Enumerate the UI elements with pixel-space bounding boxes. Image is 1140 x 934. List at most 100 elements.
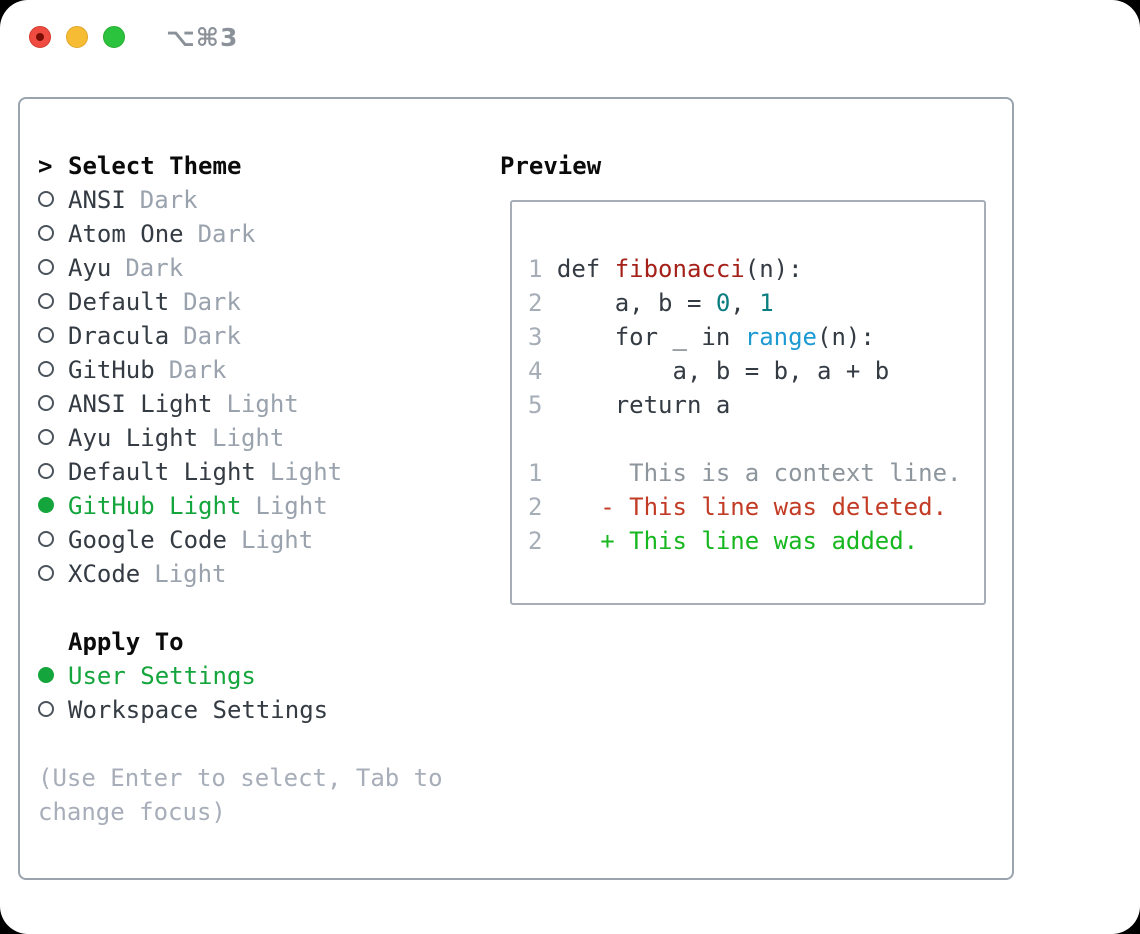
close-button[interactable]: [29, 26, 51, 48]
radio-icon: [38, 531, 54, 547]
code-token: a, b = b, a + b: [542, 357, 890, 385]
radio-icon: [38, 191, 54, 207]
theme-option-google-code[interactable]: Google Code Light: [38, 523, 443, 557]
radio-icon: [38, 395, 54, 411]
line-number: 2: [528, 527, 543, 555]
line-number: 4: [528, 357, 543, 385]
code-token: return a: [542, 391, 731, 419]
code-token: 1: [759, 289, 774, 317]
option-label: Atom One: [68, 220, 184, 248]
radio-icon: [38, 225, 54, 241]
line-number: 5: [528, 391, 543, 419]
code-token: ,: [730, 289, 760, 317]
option-label: GitHub: [68, 356, 155, 384]
code-line-5: 5 return a: [528, 388, 984, 422]
radio-icon: [38, 361, 54, 377]
code-line-3: 3 for _ in range(n):: [528, 320, 984, 354]
theme-option-ayu[interactable]: Ayu Dark: [38, 251, 443, 285]
option-label: User Settings: [68, 662, 256, 690]
option-variant: Dark: [183, 322, 241, 350]
option-label: XCode: [68, 560, 141, 588]
option-label: Default Light: [68, 458, 256, 486]
apply-option-user-settings[interactable]: User Settings: [38, 659, 443, 693]
line-number: 2: [528, 493, 543, 521]
code-line-4: 4 a, b = b, a + b: [528, 354, 984, 388]
line-number: 2: [528, 289, 543, 317]
code-token: + This line was added.: [542, 527, 919, 555]
zoom-button[interactable]: [103, 26, 125, 48]
option-label: Google Code: [68, 526, 227, 554]
hint-text-1: (Use Enter to select, Tab to: [38, 764, 443, 792]
option-variant: Dark: [139, 186, 198, 214]
code-token: 0: [715, 289, 731, 317]
option-label: GitHub Light: [68, 492, 242, 520]
theme-option-github[interactable]: GitHub Dark: [38, 353, 443, 387]
theme-option-atom-one[interactable]: Atom One Dark: [38, 217, 443, 251]
window-title: ⌥⌘3: [166, 23, 239, 52]
radio-icon: [38, 565, 54, 581]
radio-icon: [38, 327, 54, 343]
code-token: (n):: [744, 255, 803, 283]
option-variant: Dark: [125, 254, 184, 282]
code-token: This is a context line.: [542, 459, 962, 487]
theme-list-header: > Select Theme: [38, 149, 443, 183]
line-number: 3: [528, 323, 543, 351]
option-label: Workspace Settings: [68, 696, 329, 724]
theme-option-default-light[interactable]: Default Light Light: [38, 455, 443, 489]
option-variant: Light: [240, 526, 314, 554]
spacer: [38, 591, 443, 625]
diff-added-line: 2 + This line was added.: [528, 524, 984, 558]
option-variant: Dark: [183, 288, 241, 316]
option-label: ANSI Light: [68, 390, 213, 418]
radio-icon: [38, 463, 54, 479]
option-label: Ayu Light: [68, 424, 199, 452]
option-variant: Dark: [168, 356, 227, 384]
code-line-1: 1 def fibonacci(n):: [528, 252, 984, 286]
radio-icon: [38, 259, 54, 275]
theme-option-dracula[interactable]: Dracula Dark: [38, 319, 443, 353]
prompt-icon: >: [38, 152, 53, 180]
option-label: Ayu: [68, 254, 112, 282]
radio-icon: [38, 293, 54, 309]
theme-list-title: Select Theme: [68, 152, 242, 180]
option-variant: Light: [154, 560, 227, 588]
option-variant: Light: [269, 458, 343, 486]
apply-to-title: Apply To: [68, 628, 184, 656]
close-button-dot: [36, 33, 44, 41]
theme-option-default[interactable]: Default Dark: [38, 285, 443, 319]
option-variant: Light: [226, 390, 299, 418]
code-token: a, b =: [542, 289, 716, 317]
code-token: def: [542, 255, 615, 283]
option-variant: Light: [255, 492, 328, 520]
spacer: [38, 727, 443, 761]
option-variant: Dark: [197, 220, 256, 248]
code-token: for _ in: [542, 323, 745, 351]
theme-option-ansi-light[interactable]: ANSI Light Light: [38, 387, 443, 421]
titlebar: ⌥⌘3: [0, 0, 1140, 75]
line-number: 1: [528, 459, 543, 487]
minimize-button[interactable]: [66, 26, 88, 48]
radio-selected-icon: [38, 667, 54, 683]
code-token: - This line was deleted.: [542, 493, 948, 521]
theme-option-ayu-light[interactable]: Ayu Light Light: [38, 421, 443, 455]
option-label: Dracula: [68, 322, 170, 350]
line-number: 1: [528, 255, 543, 283]
diff-context-line: 1 This is a context line.: [528, 456, 984, 490]
preview-title: Preview: [500, 152, 602, 180]
apply-to-header: Apply To: [38, 625, 443, 659]
option-label: ANSI: [68, 186, 126, 214]
code-token: (n):: [817, 323, 875, 351]
hint-text-2: change focus): [38, 798, 226, 826]
theme-option-xcode[interactable]: XCode Light: [38, 557, 443, 591]
theme-option-github-light[interactable]: GitHub Light Light: [38, 489, 443, 523]
apply-option-workspace-settings[interactable]: Workspace Settings: [38, 693, 443, 727]
code-token: range: [744, 323, 817, 351]
option-label: Default: [68, 288, 170, 316]
option-variant: Light: [212, 424, 285, 452]
code-token: fibonacci: [614, 255, 745, 283]
theme-option-ansi[interactable]: ANSI Dark: [38, 183, 443, 217]
